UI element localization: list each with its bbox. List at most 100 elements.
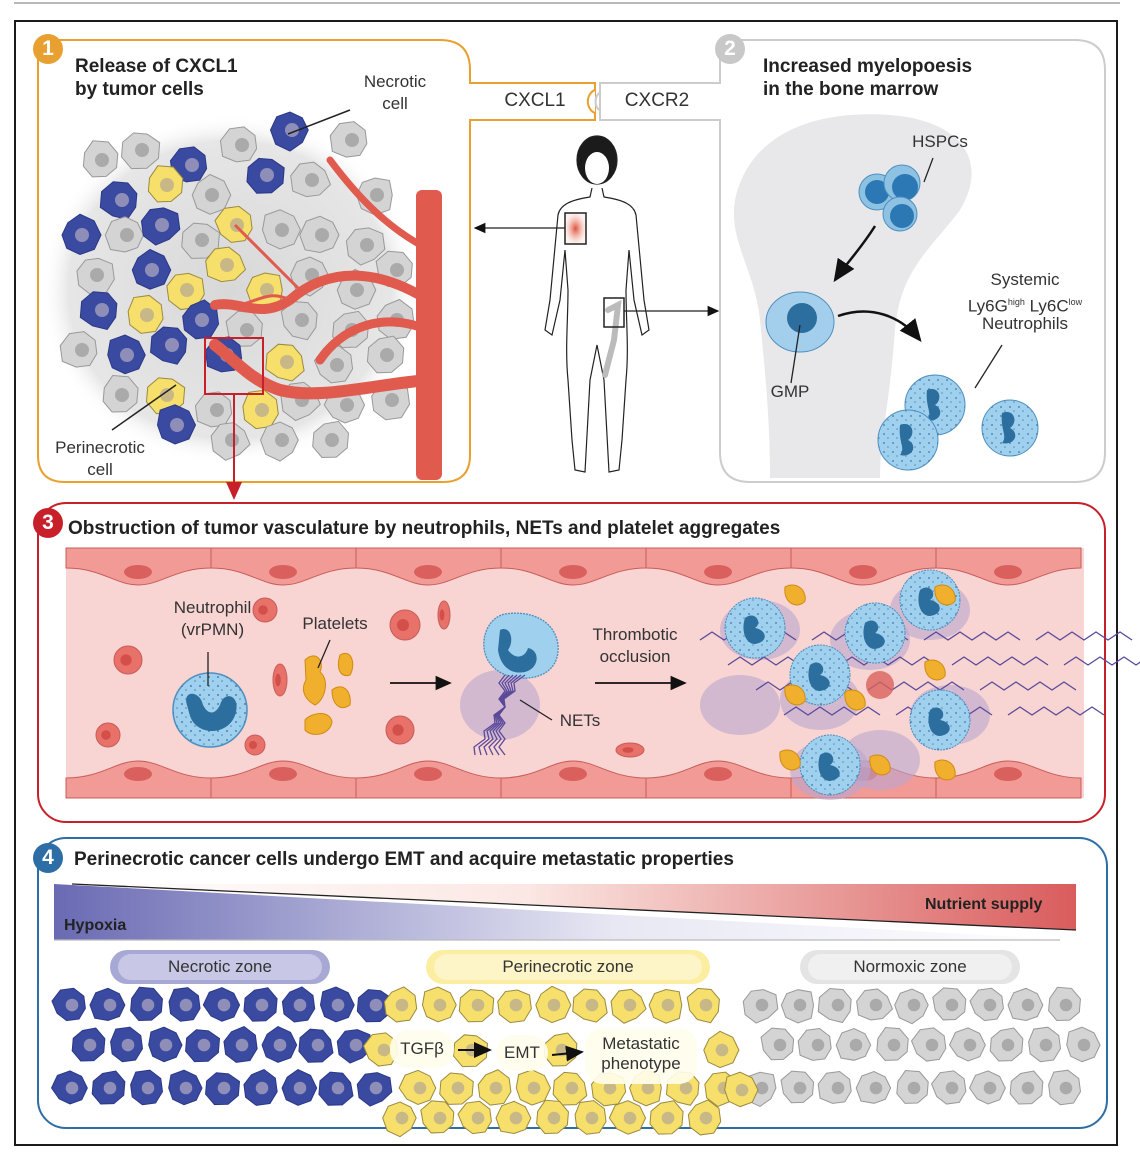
zone-cell [535,985,572,1024]
net-strand [488,674,514,756]
zone-cell [477,1069,512,1106]
thrombotic-occlusion-label-line1: Thrombotic [592,625,678,644]
zone-cell [817,1070,852,1104]
platelet [779,749,801,771]
cxcr2-receptor-label: CXCR2 [624,90,690,111]
zone-cell [648,988,683,1024]
red-blood-cell [866,671,894,699]
platelet [924,659,946,681]
zone-cell [1009,1070,1044,1105]
net-strand [1063,656,1140,666]
necrotic-cell-label-line2: cell [382,94,408,113]
tumor-cell [166,272,205,311]
tumor-cell [99,181,138,221]
ly6g-superscript: high [1007,297,1025,307]
zone-cell [89,987,126,1022]
tumor-cell [150,326,188,365]
zone-cell [552,1071,588,1106]
necrotic-cell-label-line1: Necrotic [363,72,427,91]
human-body-illustration [473,135,720,473]
zone-cell [223,1025,258,1063]
necrotic-zone-pill: Necrotic zone [110,950,330,984]
zone-cell [243,1068,278,1106]
zone-cell [1048,986,1081,1022]
tumor-illustration [40,109,442,500]
gradient-illustration [54,883,1077,941]
panel-4-border [37,837,1108,1129]
tumor-cell [219,126,258,163]
aggregated-neutrophil [909,689,971,751]
aggregated-neutrophil [789,644,851,706]
zone-cell [855,1071,892,1104]
zone-cell [687,1099,722,1136]
nutrient-supply-label: Nutrient supply [925,896,1043,913]
zone-cell [686,987,720,1024]
zone-cell [336,1029,373,1064]
tumor-cell [210,422,251,461]
zone-cell [281,986,316,1023]
zone-cell [760,1027,795,1061]
tumor-cell [181,222,220,259]
platelet [934,584,956,606]
net-strand [1035,631,1133,641]
platelet [844,689,866,711]
zone-cell [130,1069,164,1106]
net-strand [498,674,506,756]
zone-cell [298,1028,334,1063]
metastatic-phenotype-line1: Metastatic [602,1034,680,1053]
tumor-cell [120,132,161,170]
zone-cell [281,1068,318,1106]
zone-cell [876,1026,909,1061]
zone-cell [817,988,852,1024]
aggregated-neutrophil [724,597,786,659]
net-strand [1007,706,1105,716]
tumor-cell [156,404,197,445]
necrotic-zone-label: Necrotic zone [168,957,272,976]
perinecrotic-cell-label-line1: Perinecrotic [55,438,145,457]
hypoxia-label: Hypoxia [64,917,127,934]
figure-frame [14,20,1118,1146]
panel-2-number-badge: 2 [715,34,745,64]
zone-cell [497,989,532,1024]
tumor-cell [104,216,145,253]
neutrophil-label-line2: (vrPMN) [180,620,245,639]
zone-cell [453,1034,489,1068]
zone-cell [51,987,86,1022]
zone-cell [458,989,495,1023]
zone-cell [439,1072,474,1105]
net-strand [923,631,1021,641]
zone-cell [932,987,967,1021]
systemic-neutrophils-label-line2: Ly6Ghigh Ly6Clow [945,292,1105,317]
panel-1-title-line2: by tumor cells [75,79,204,100]
zone-cell [742,989,779,1024]
zone-cell [243,987,278,1022]
platelet [784,684,806,706]
zone-cell [703,1030,740,1069]
aggregated-neutrophil [799,734,861,796]
tumor-cell [205,246,247,283]
zone-cell [261,1025,298,1063]
tumor-cell [131,248,172,290]
zone-cell [1028,1026,1062,1063]
tumor-cell [345,227,386,266]
tumor-cell [191,173,232,215]
zone-cell [383,986,418,1023]
tumor-cell [259,421,299,462]
zone-cell [168,987,201,1022]
zone-cell [894,988,929,1025]
aggregated-neutrophil [844,602,906,664]
zone-cell [130,986,163,1022]
normoxic-zone-label: Normoxic zone [853,957,967,976]
zone-cell [968,1070,1006,1105]
tumor-cell [246,157,285,194]
tumor-cell [366,335,405,374]
zone-cell [724,1071,759,1108]
platelets-label: Platelets [302,614,368,633]
tumor-cell [312,420,350,459]
zone-cell [319,986,355,1023]
zone-cell [536,1099,569,1135]
zone-cell [543,1032,578,1067]
tumor-cell [127,294,164,334]
ly6g-text: Ly6G [967,296,1008,316]
